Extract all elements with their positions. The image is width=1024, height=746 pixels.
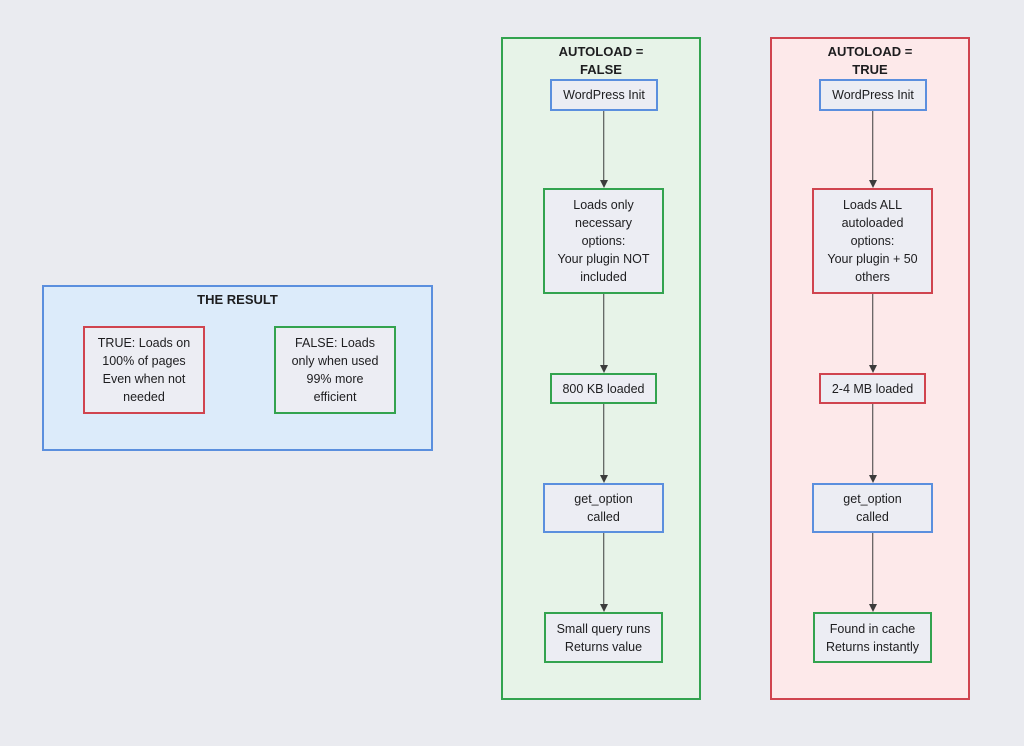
autoload-true-title: AUTOLOAD = TRUE	[827, 44, 913, 77]
arrow-down-icon	[598, 533, 609, 612]
outcome-node: Small query runs Returns value	[544, 612, 663, 663]
arrow-down-icon	[867, 404, 878, 483]
loaded-size-node: 2-4 MB loaded	[819, 373, 926, 404]
arrow-down-icon	[598, 294, 609, 373]
true-result-box: TRUE: Loads on 100% of pages Even when n…	[83, 326, 205, 414]
arrow-down-icon	[867, 533, 878, 612]
outcome-node: Found in cache Returns instantly	[813, 612, 932, 663]
autoload-true-panel: AUTOLOAD = TRUE WordPress Init Loads ALL…	[770, 37, 970, 700]
get-option-node: get_option called	[543, 483, 664, 533]
false-result-box: FALSE: Loads only when used 99% more eff…	[274, 326, 396, 414]
loads-options-node: Loads ALL autoloaded options: Your plugi…	[812, 188, 933, 294]
wordpress-init-node: WordPress Init	[550, 79, 658, 111]
result-panel: THE RESULT TRUE: Loads on 100% of pages …	[42, 285, 433, 451]
arrow-down-icon	[867, 294, 878, 373]
loads-options-node: Loads only necessary options: Your plugi…	[543, 188, 664, 294]
autoload-false-title: AUTOLOAD = FALSE	[558, 44, 644, 77]
autoload-false-panel: AUTOLOAD = FALSE WordPress Init Loads on…	[501, 37, 701, 700]
wordpress-init-node: WordPress Init	[819, 79, 927, 111]
loaded-size-node: 800 KB loaded	[550, 373, 657, 404]
get-option-node: get_option called	[812, 483, 933, 533]
arrow-down-icon	[598, 404, 609, 483]
result-panel-title: THE RESULT	[197, 292, 278, 307]
arrow-down-icon	[598, 111, 609, 188]
arrow-down-icon	[867, 111, 878, 188]
